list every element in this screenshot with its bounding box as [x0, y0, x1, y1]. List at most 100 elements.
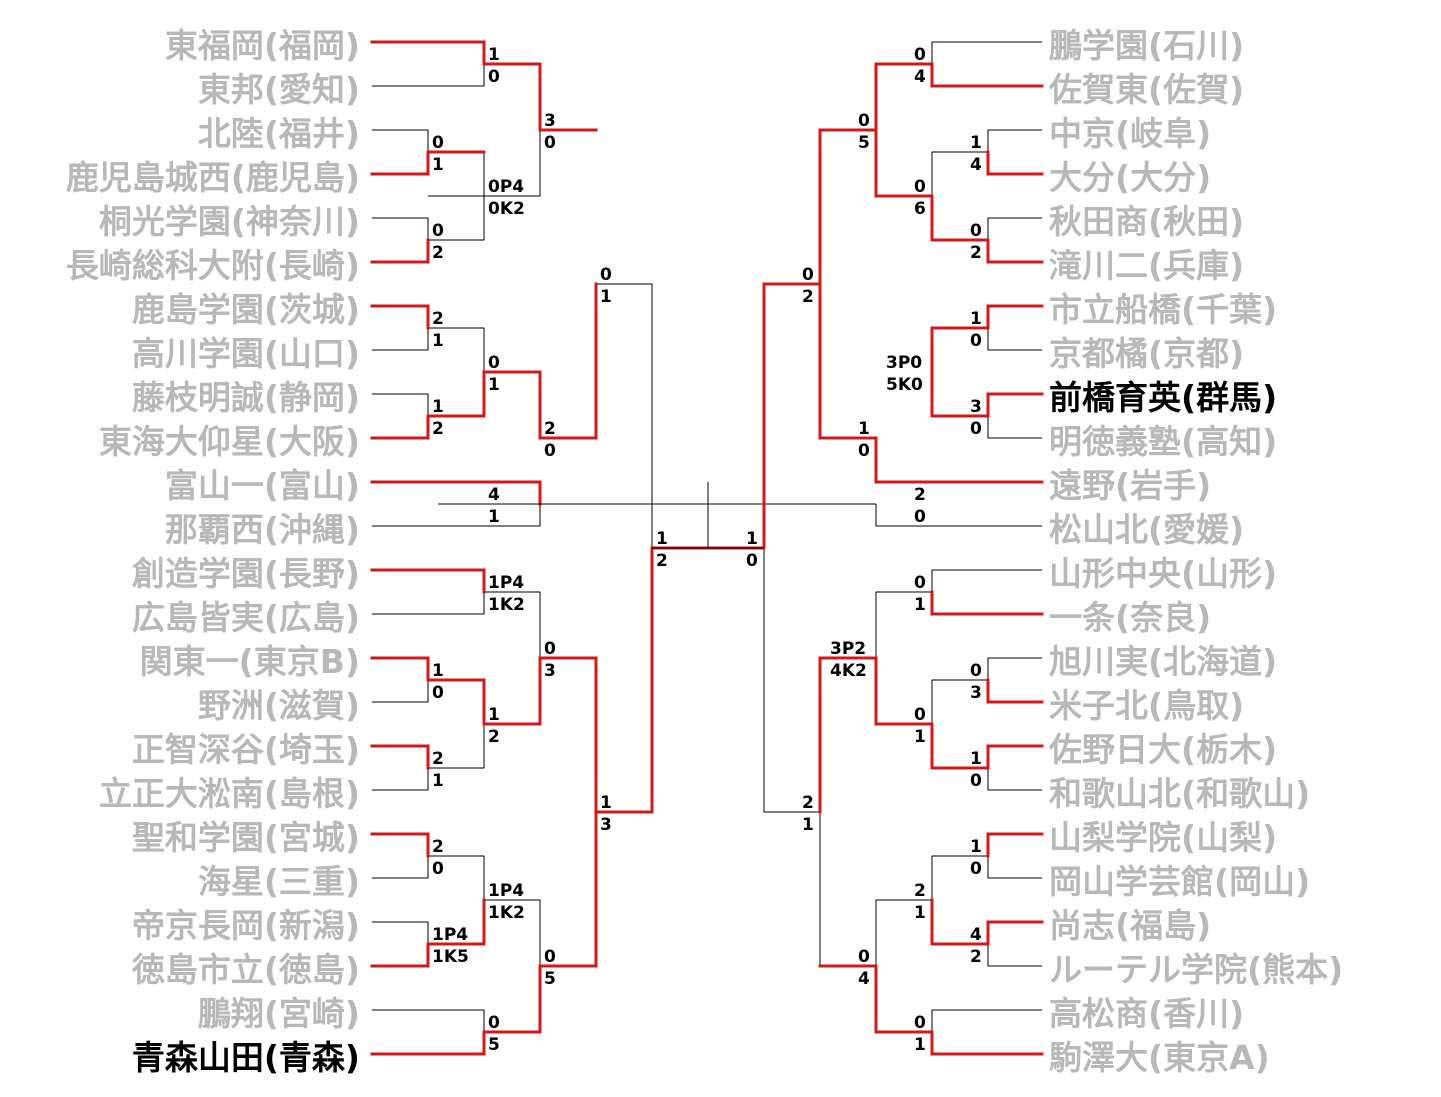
team-name: 鵬翔(宮崎) [198, 994, 360, 1033]
score-label: 1 [600, 287, 612, 307]
left-winner-paths [370, 40, 710, 1056]
bracket-line [987, 657, 1042, 680]
score-label: 2 [544, 419, 556, 439]
team-name: 滝川二(兵庫) [1049, 246, 1244, 285]
team-name-highlighted: 青森山田(青森) [132, 1038, 360, 1077]
score-label: 0 [970, 221, 982, 241]
score-label: 0 [432, 133, 444, 153]
score-label: 3P2 [830, 639, 866, 659]
team-name: 岡山学芸館(岡山) [1049, 862, 1310, 901]
winner-path [370, 480, 542, 506]
score-label: 1 [488, 375, 500, 395]
score-label: 2 [432, 749, 444, 769]
right-team-names: 鵬学園(石川) 佐賀東(佐賀) 中京(岐阜) 大分(大分) 秋田商(秋田) 滝川… [1048, 26, 1343, 1077]
score-label: 0 [432, 683, 444, 703]
score-label: 3 [970, 397, 982, 417]
team-name: 東邦(愛知) [198, 70, 360, 109]
score-label: 0 [544, 947, 556, 967]
score-label: 1 [488, 507, 500, 527]
score-label: 0 [914, 705, 926, 725]
bracket-line [763, 548, 820, 813]
winner-path [986, 150, 1044, 176]
team-name: 東福岡(福岡) [165, 26, 360, 65]
bracket-line [987, 416, 1042, 439]
bracket-line [372, 680, 429, 703]
score-label: 1 [914, 595, 926, 615]
team-name: 高松商(香川) [1049, 994, 1244, 1033]
score-label: 1 [746, 529, 758, 549]
score-label: 0K2 [488, 199, 525, 219]
team-name: 大分(大分) [1049, 158, 1211, 197]
score-label: 2 [432, 309, 444, 329]
team-name: 関東一(東京B) [140, 642, 360, 681]
right-bracket-lines [438, 41, 1042, 1033]
team-name: 高川学園(山口) [132, 334, 360, 373]
bracket-line [987, 768, 1042, 791]
bracket-line [819, 129, 876, 284]
bracket-line [372, 393, 429, 416]
score-label: 2 [432, 243, 444, 263]
team-name: 東海大仰星(大阪) [99, 422, 360, 461]
team-name: 鹿島学園(茨城) [132, 290, 360, 329]
score-label: 0 [914, 573, 926, 593]
left-team-names: 東福岡(福岡) 東邦(愛知) 北陸(福井) 鹿児島城西(鹿児島) 桐光学園(神奈… [66, 26, 360, 1077]
winner-path [818, 656, 1044, 814]
bracket-line [372, 129, 429, 152]
bracket-line [875, 899, 932, 966]
team-name: 富山一(富山) [165, 466, 360, 505]
score-label: 2 [432, 419, 444, 439]
winner-path [370, 832, 430, 858]
bracket-line [987, 856, 1042, 879]
team-name-highlighted: 前橋育英(群馬) [1049, 378, 1277, 417]
bracket-line [875, 591, 932, 658]
team-name: 正智深谷(埼玉) [132, 730, 360, 769]
team-name: 駒澤大(東京A) [1049, 1038, 1270, 1077]
score-label: 0 [970, 661, 982, 681]
final-connector [652, 482, 764, 549]
bracket-line [987, 217, 1042, 240]
winner-path [370, 810, 598, 1056]
bracket-line [428, 855, 485, 900]
score-label: 1 [914, 903, 926, 923]
score-label: 1 [970, 749, 982, 769]
score-label: 2 [488, 727, 500, 747]
score-label: 0 [802, 265, 814, 285]
team-name: 鹿児島城西(鹿児島) [66, 158, 360, 197]
team-name: 聖和学園(宮城) [132, 818, 360, 857]
team-name: 長崎総科大附(長崎) [66, 246, 360, 285]
score-label: 1 [656, 529, 668, 549]
bracket-line [372, 217, 429, 240]
winner-path [370, 282, 598, 440]
winner-path [818, 964, 1044, 1056]
bracket-line [931, 151, 988, 196]
score-label: 0 [858, 947, 870, 967]
score-label: 0 [970, 419, 982, 439]
winner-path [818, 282, 1044, 484]
winner-path [986, 392, 1044, 418]
bracket-line [596, 283, 653, 548]
bracket-line [428, 724, 485, 769]
team-name: 立正大淞南(島根) [99, 774, 360, 813]
bracket-line [372, 1009, 485, 1032]
winner-path [930, 304, 1044, 418]
bracket-line [540, 657, 597, 812]
bracket-line [931, 679, 988, 724]
score-label: 1 [432, 397, 444, 417]
score-label: 1 [488, 45, 500, 65]
score-label: 2 [914, 881, 926, 901]
team-name: 那覇西(沖縄) [165, 510, 360, 549]
score-label: 0 [488, 353, 500, 373]
score-label: 0 [544, 441, 556, 461]
score-label: 1 [432, 661, 444, 681]
score-label: 0 [432, 221, 444, 241]
winner-path [370, 898, 486, 968]
score-label: 0 [858, 441, 870, 461]
team-name: 鵬学園(石川) [1049, 26, 1244, 65]
bracket-line [372, 768, 429, 791]
team-name: 桐光学園(神奈川) [99, 202, 360, 241]
team-name: 市立船橋(千葉) [1049, 290, 1277, 329]
bracket-line [987, 328, 1042, 351]
score-label: 0 [970, 859, 982, 879]
winner-path [706, 128, 1044, 550]
bracket-line [875, 504, 1042, 527]
